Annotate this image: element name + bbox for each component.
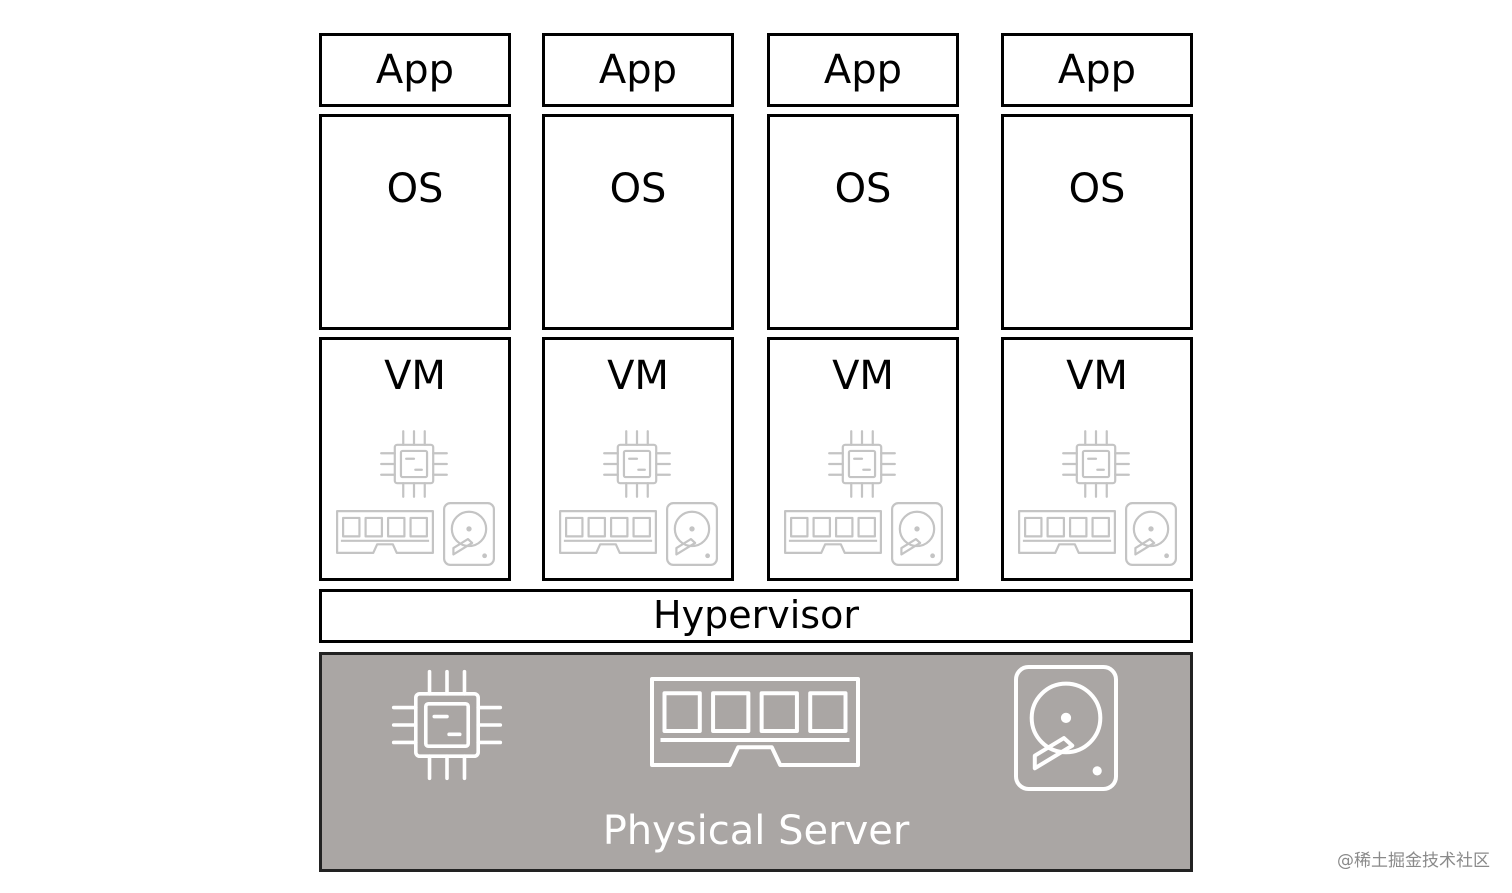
cpu-icon	[382, 660, 512, 790]
vm-resources	[322, 340, 508, 578]
app-box-2: App	[542, 33, 734, 107]
app-box-4: App	[1001, 33, 1193, 107]
hard-disk-icon	[666, 502, 718, 566]
vm-label: VM	[832, 353, 894, 399]
app-box-1: App	[319, 33, 511, 107]
ram-icon	[650, 677, 860, 767]
vm-box-1: VM	[319, 337, 511, 581]
app-label: App	[598, 47, 678, 93]
os-box-1: OS	[319, 114, 511, 330]
cpu-icon	[597, 424, 677, 504]
vm-box-2: VM	[542, 337, 734, 581]
hard-disk-icon	[1125, 502, 1177, 566]
cpu-icon	[374, 424, 454, 504]
os-box-4: OS	[1001, 114, 1193, 330]
vm-resources	[545, 340, 731, 578]
watermark: @稀土掘金技术社区	[1337, 851, 1490, 871]
hard-disk-icon	[891, 502, 943, 566]
os-label: OS	[1068, 166, 1126, 212]
app-label: App	[375, 47, 455, 93]
vm-box-3: VM	[767, 337, 959, 581]
physical-server-layer: Physical Server	[319, 652, 1193, 872]
os-label: OS	[834, 166, 892, 212]
os-box-2: OS	[542, 114, 734, 330]
os-box-3: OS	[767, 114, 959, 330]
ram-icon	[784, 510, 882, 554]
cpu-icon	[822, 424, 902, 504]
app-box-3: App	[767, 33, 959, 107]
vm-label: VM	[1066, 353, 1128, 399]
cpu-icon	[1056, 424, 1136, 504]
vm-label: VM	[384, 353, 446, 399]
app-label: App	[1057, 47, 1137, 93]
os-label: OS	[609, 166, 667, 212]
os-label: OS	[386, 166, 444, 212]
hypervisor-label: Hypervisor	[653, 593, 859, 637]
hard-disk-icon	[443, 502, 495, 566]
vm-resources	[770, 340, 956, 578]
vm-resources	[1004, 340, 1190, 578]
ram-icon	[336, 510, 434, 554]
ram-icon	[559, 510, 657, 554]
hard-disk-icon	[1014, 665, 1118, 791]
physical-server-label: Physical Server	[602, 808, 910, 854]
vm-label: VM	[607, 353, 669, 399]
ram-icon	[1018, 510, 1116, 554]
hypervisor-layer: Hypervisor	[319, 589, 1193, 643]
vm-box-4: VM	[1001, 337, 1193, 581]
app-label: App	[823, 47, 903, 93]
